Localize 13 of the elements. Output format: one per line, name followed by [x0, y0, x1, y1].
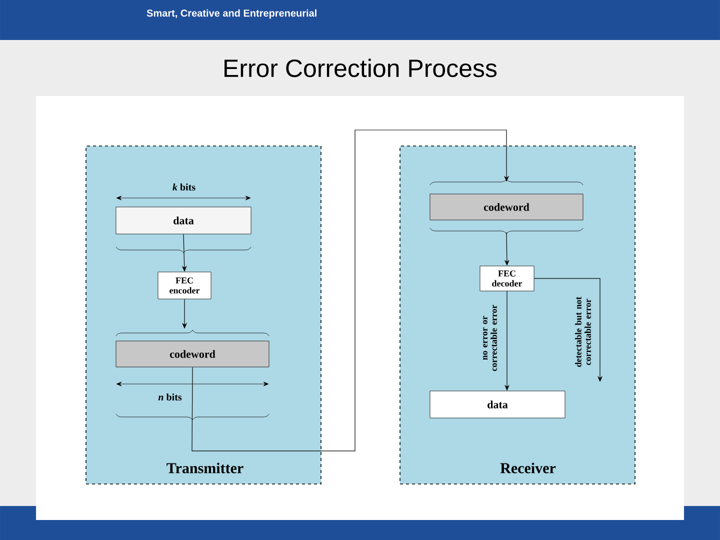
title: Error Correction Process	[224, 58, 497, 78]
dimension-label: k bits	[172, 183, 196, 190]
edge-label: detectable but not correctable error	[574, 281, 592, 383]
dimension-label: n bits	[158, 393, 182, 400]
process-box: FEC encoder	[158, 272, 212, 300]
data-block: data	[430, 390, 566, 418]
edge-label: no error or correctable error	[482, 301, 498, 375]
arrow	[192, 130, 510, 452]
data-block: codeword	[116, 340, 270, 368]
process-box: FEC decoder	[480, 266, 534, 292]
header-banner: Smart, Creative and Entrepreneurial	[0, 0, 720, 40]
data-block: data	[116, 206, 252, 234]
data-block: codeword	[430, 194, 584, 220]
